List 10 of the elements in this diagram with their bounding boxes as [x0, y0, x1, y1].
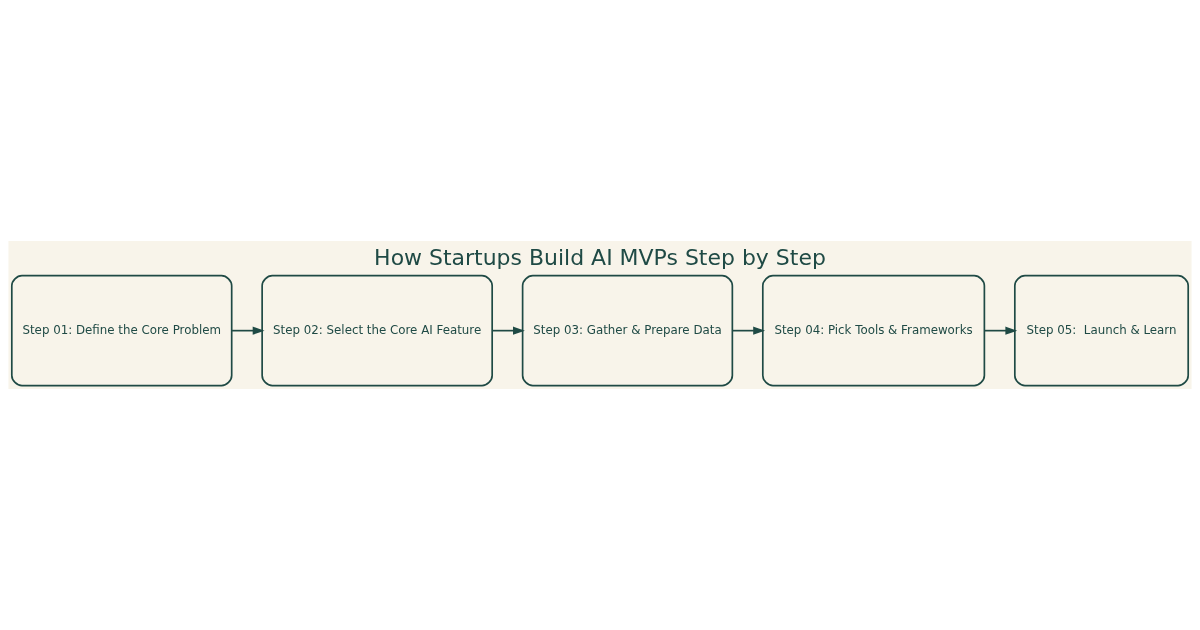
- node-box: Step 04: Pick Tools & Frameworks: [761, 274, 986, 387]
- arrow: [983, 326, 1018, 335]
- node-box: Step 03: Gather & Prepare Data: [521, 274, 734, 387]
- arrow: [491, 326, 525, 335]
- diagram-title: How Startups Build AI MVPs Step by Step: [374, 245, 826, 271]
- arrow: [731, 326, 766, 335]
- node-box: Step 02: Select the Core AI Feature: [261, 274, 493, 387]
- node-box: Step 05: Launch & Learn: [1013, 274, 1190, 387]
- node-box: Step 01: Define the Core Problem: [10, 274, 233, 387]
- arrow: [231, 326, 265, 335]
